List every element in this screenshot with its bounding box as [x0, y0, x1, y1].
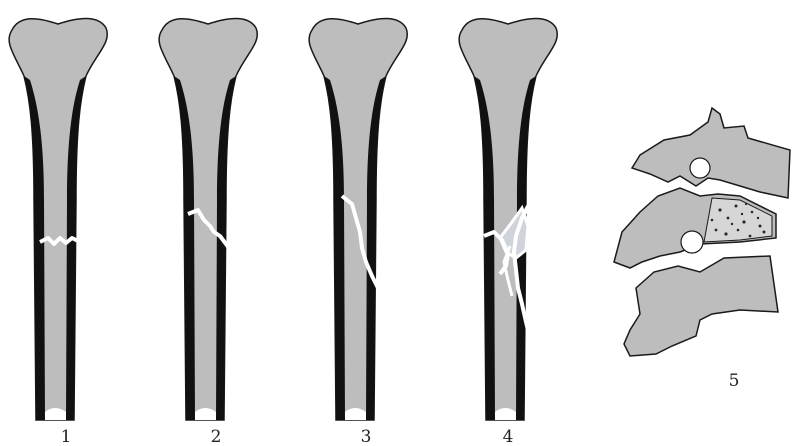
label-bone-4: 4	[503, 427, 514, 446]
bone-3-spiral-fracture	[309, 19, 407, 421]
label-bone-1: 1	[61, 427, 72, 446]
vertebra-upper	[632, 108, 790, 198]
label-vertebrae-5: 5	[729, 371, 740, 391]
cancellous-bone-speckle-region	[704, 198, 772, 242]
label-bone-2: 2	[211, 427, 222, 446]
vertebra-lower	[624, 256, 778, 356]
label-bone-3: 3	[361, 427, 372, 446]
bone-1-transverse-fracture	[9, 19, 107, 421]
bone-2-oblique-fracture	[159, 19, 257, 421]
bone-4-comminuted-fracture	[459, 19, 557, 421]
vertebrae-compression-fracture	[614, 108, 790, 356]
